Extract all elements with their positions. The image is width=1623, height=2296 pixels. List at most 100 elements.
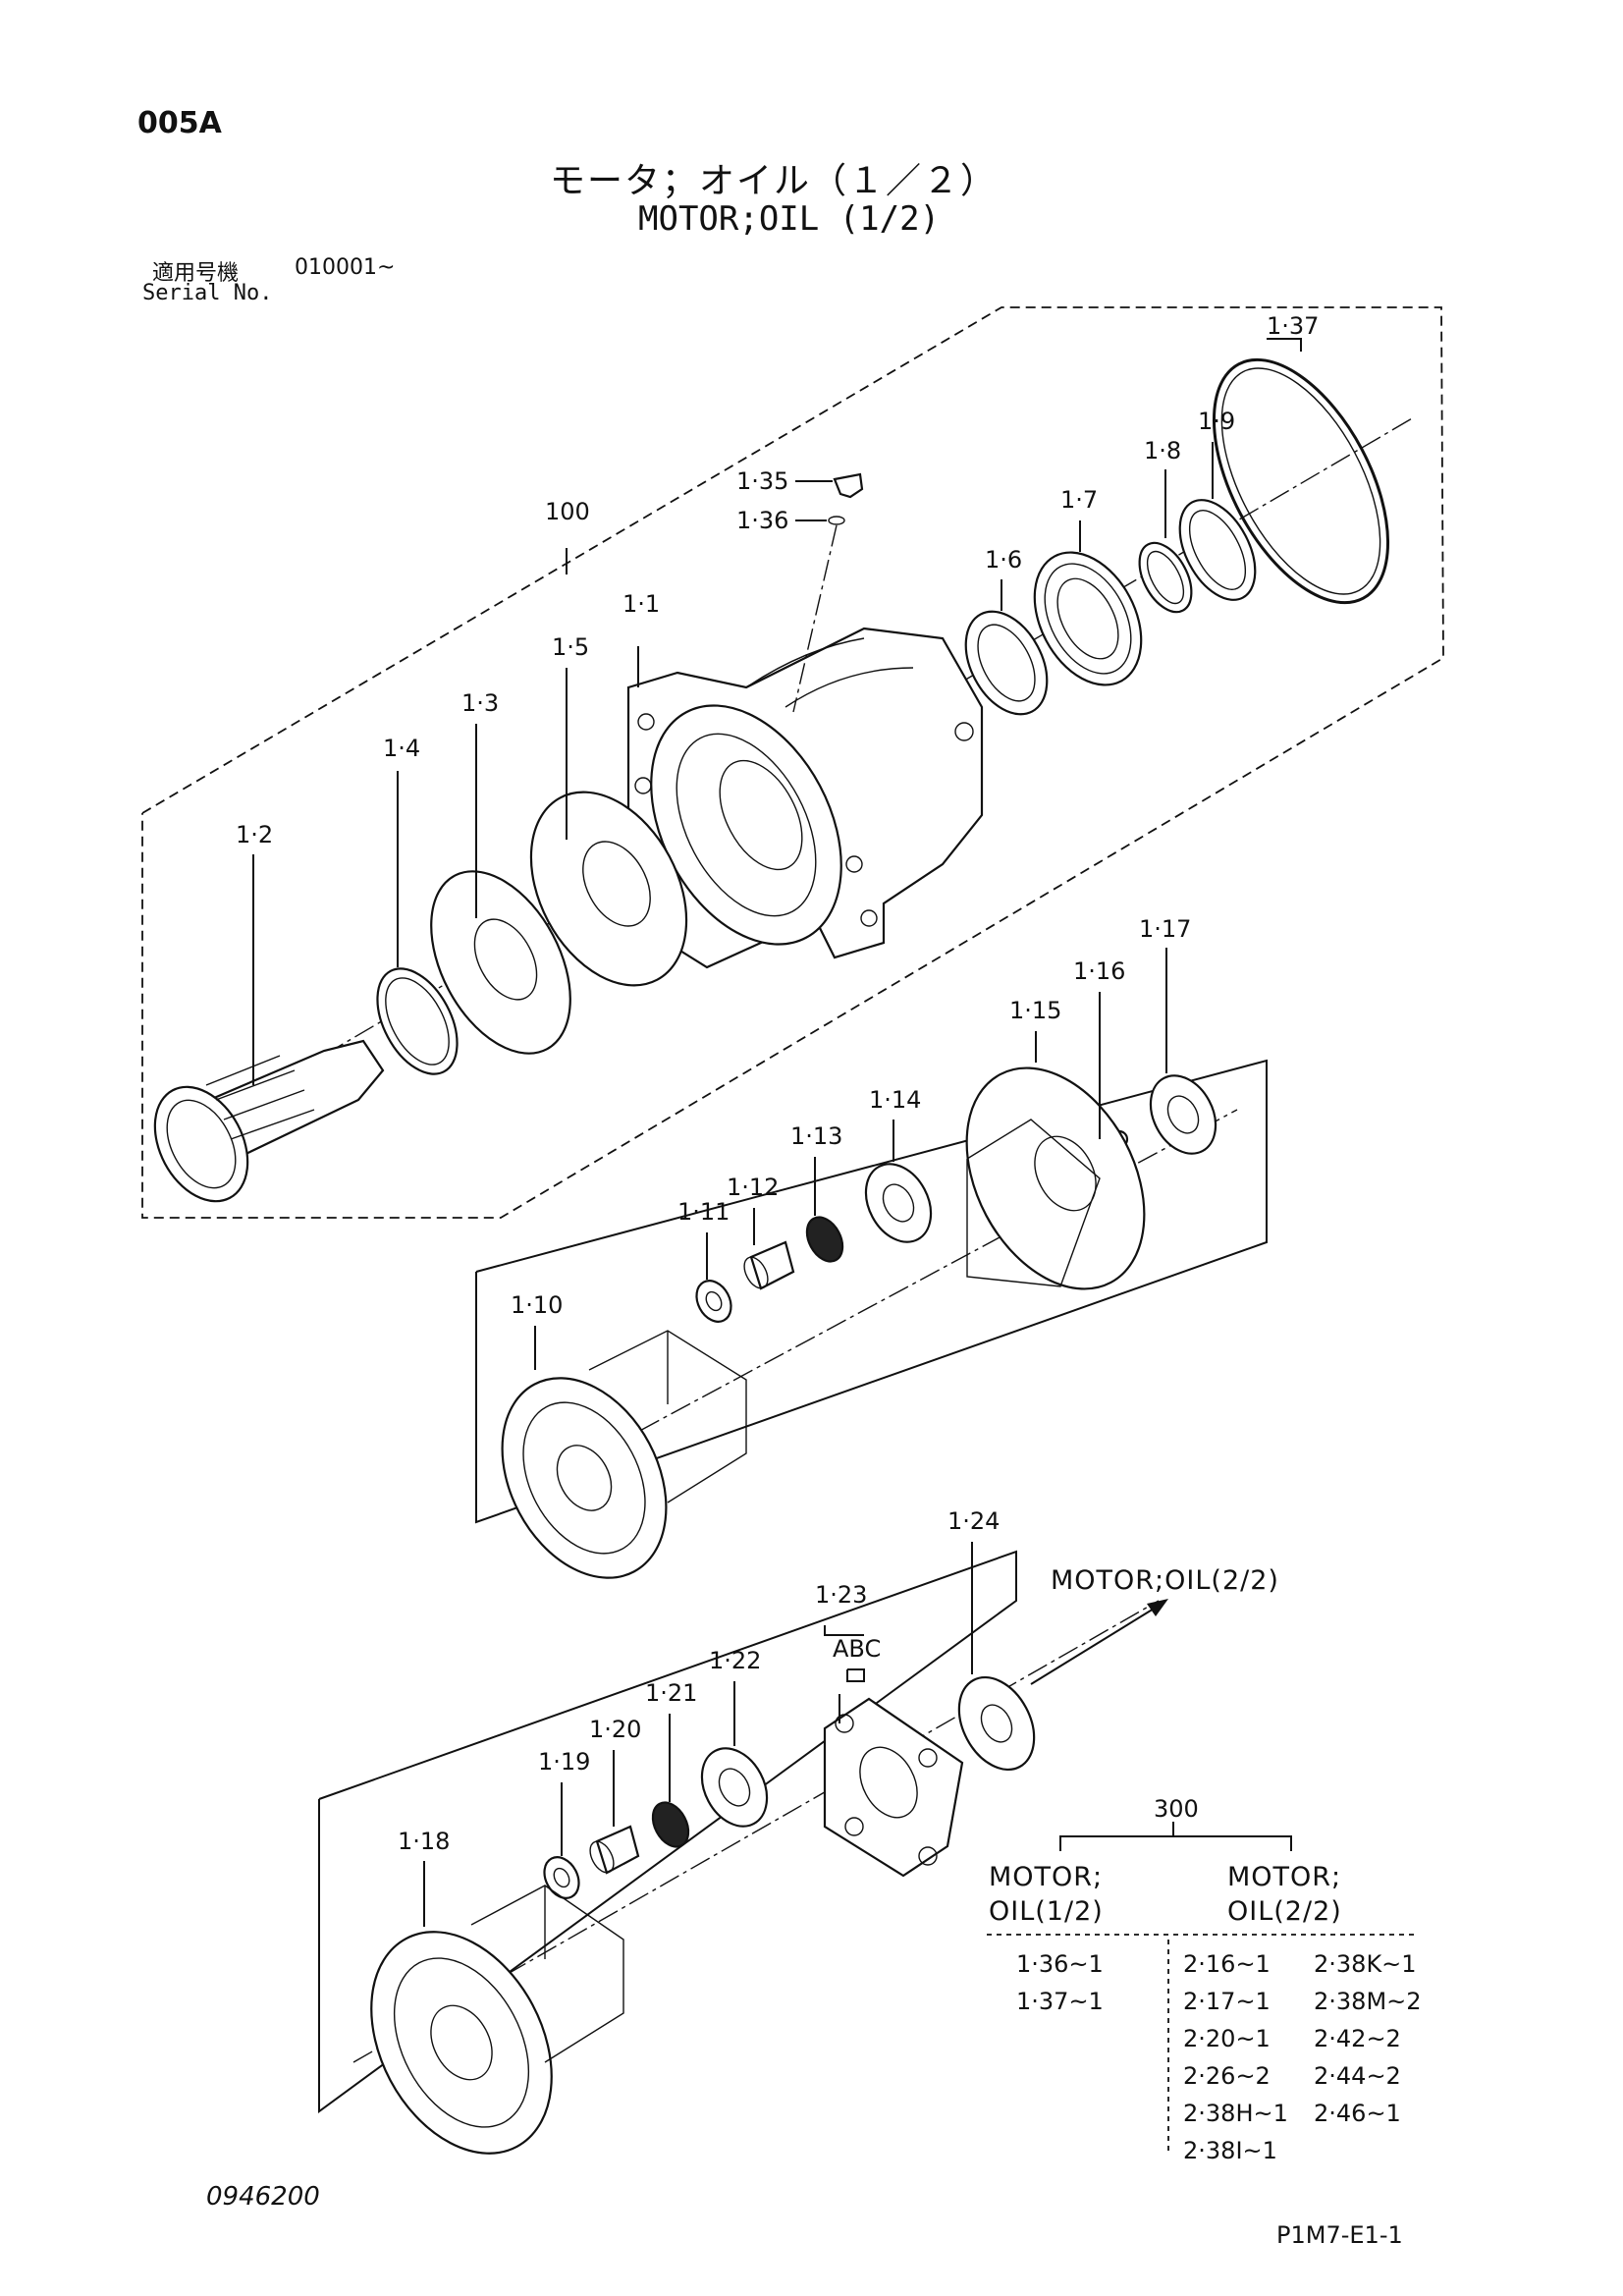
part-1-14-gear (864, 1163, 933, 1243)
continuation-arrowhead (1147, 1599, 1168, 1616)
part-1-20-bush-end (589, 1840, 615, 1874)
part-1-5-plate-bore (582, 841, 651, 927)
callout-1-9: 1·9 (1198, 408, 1235, 435)
callout-1-17: 1·17 (1139, 915, 1191, 943)
kit-col1-item-2: 1·37~1 (1016, 1988, 1104, 2015)
part-1-1-housing (626, 627, 984, 969)
kit-col2b-item-2: 2·38M~2 (1314, 1988, 1422, 2015)
kit-col2a-item-2: 2·17~1 (1183, 1988, 1271, 2015)
part-1-37-oring-inner (1220, 367, 1381, 595)
kit-col1-header-line2: OIL(1/2) (989, 1896, 1104, 1927)
kit-number: 300 (1154, 1795, 1199, 1823)
kit-col2a-item-1: 2·16~1 (1183, 1950, 1271, 1978)
part-1-3-ring (430, 870, 571, 1055)
callout-1-19: 1·19 (538, 1748, 590, 1776)
callout-100: 100 (545, 498, 590, 525)
callout-1-7: 1·7 (1060, 486, 1098, 514)
part-1-23-carrier-plate (823, 1697, 964, 1878)
continuation-label: MOTOR;OIL(2/2) (1051, 1565, 1279, 1596)
callout-1-23: 1·23 (815, 1581, 867, 1609)
callout-1-21: 1·21 (645, 1679, 697, 1707)
part-1-35-plug (833, 472, 864, 499)
serial-label-en: Serial No. (142, 281, 273, 305)
callout-1-12: 1·12 (727, 1174, 779, 1201)
callout-1-20: 1·20 (589, 1716, 641, 1743)
callout-1-4: 1·4 (383, 735, 420, 762)
serial-label-jp: 適用号機 (152, 261, 240, 286)
callout-1-10: 1·10 (511, 1291, 563, 1319)
part-1-20-bush (595, 1825, 640, 1875)
callout-1-18: 1·18 (398, 1828, 450, 1855)
part-1-6-seal (964, 610, 1049, 716)
callout-1-8: 1·8 (1144, 437, 1181, 465)
kit-col2b-item-5: 2·46~1 (1314, 2100, 1401, 2127)
page-code-header: 005A (137, 106, 222, 140)
callout-1-37: 1·37 (1267, 312, 1319, 340)
part-1-7-bearing-ring (1044, 563, 1132, 675)
drawing-number: 0946200 (206, 2182, 320, 2212)
part-1-13-needle-bearing (805, 1216, 844, 1263)
part-1-11-washer (695, 1280, 732, 1323)
page-title-jp: モータ；オイル（１／２） (550, 161, 999, 201)
kit-col2b-item-3: 2·42~2 (1314, 2025, 1401, 2052)
page-footer-code: P1M7-E1-1 (1276, 2221, 1403, 2249)
part-1-12-bush-end (743, 1256, 769, 1289)
part-1-3-ring-bore (473, 918, 538, 1001)
part-1-7-bearing-bore (1056, 577, 1119, 660)
part-1-14-gear-bore (882, 1183, 915, 1223)
kit-col2b-item-1: 2·38K~1 (1314, 1950, 1417, 1978)
continuation-arrow (1030, 1605, 1160, 1685)
part-1-8-snapring (1138, 541, 1193, 614)
part-1-6-seal-inner (977, 624, 1036, 702)
kit-col2a-item-3: 2·20~1 (1183, 2025, 1271, 2052)
callout-1-11: 1·11 (677, 1198, 730, 1226)
part-1-8-snapring-inner (1146, 550, 1185, 605)
part-1-37-oring (1212, 357, 1390, 605)
kit-col2-header-line1: MOTOR; (1227, 1862, 1341, 1892)
part-1-11-washer-bore (705, 1290, 723, 1312)
part-1-19-washer (543, 1856, 580, 1899)
callout-1-15: 1·15 (1009, 997, 1061, 1024)
part-1-36-oring (828, 516, 845, 525)
part-1-17-gear (1149, 1074, 1217, 1155)
kit-col1-header-line1: MOTOR; (989, 1862, 1103, 1892)
part-1-19-washer-bore (553, 1867, 570, 1888)
callout-1-6: 1·6 (985, 546, 1022, 574)
callout-1-13: 1·13 (790, 1122, 842, 1150)
kit-table: 300 MOTOR; OIL(1/2) MOTOR; OIL(2/2) 1·36… (987, 1795, 1422, 2164)
part-1-4-ring (376, 967, 459, 1075)
kit-col2b-item-4: 2·44~2 (1314, 2062, 1401, 2090)
part-1-17-gear-bore (1166, 1095, 1200, 1134)
part-1-4-ring-inner (385, 977, 450, 1066)
leader-lines (252, 338, 1302, 1927)
part-1-24-gear-bore (980, 1704, 1013, 1743)
part-1-15-carrier (965, 1066, 1146, 1290)
kit-col1-item-1: 1·36~1 (1016, 1950, 1104, 1978)
assembly-100-boundary (141, 306, 1444, 1219)
part-1-5-plate (529, 791, 688, 987)
part-1-9-ring-inner (1188, 510, 1247, 590)
part-1-22-gear-bore (718, 1768, 751, 1807)
serial-value: 010001~ (295, 255, 396, 280)
part-1-2-shaft (153, 1039, 385, 1203)
part-1-18-carrier (370, 1885, 624, 2155)
callout-1-3: 1·3 (461, 689, 499, 717)
kit-col2-header-line2: OIL(2/2) (1227, 1896, 1342, 1927)
callout-1-36: 1·36 (736, 507, 788, 534)
callout-1-22: 1·22 (709, 1647, 761, 1674)
part-1-10-carrier (501, 1330, 747, 1579)
callout-1-23-variants: ABC (833, 1635, 881, 1663)
callout-1-2: 1·2 (236, 821, 273, 848)
part-1-21-needle-bearing (651, 1801, 690, 1848)
kit-col2a-item-5: 2·38H~1 (1183, 2100, 1288, 2127)
part-1-24-gear (957, 1675, 1036, 1772)
callout-1-14: 1·14 (869, 1086, 921, 1114)
page-title-en: MOTOR;OIL (1/2) (638, 199, 941, 239)
plug-leader (792, 524, 838, 713)
callout-1-24: 1·24 (947, 1507, 1000, 1535)
callout-1-35: 1·35 (736, 467, 788, 495)
group-lower-bracket (318, 1550, 1017, 2113)
callout-1-5: 1·5 (552, 633, 589, 661)
callout-1-16: 1·16 (1073, 957, 1125, 985)
